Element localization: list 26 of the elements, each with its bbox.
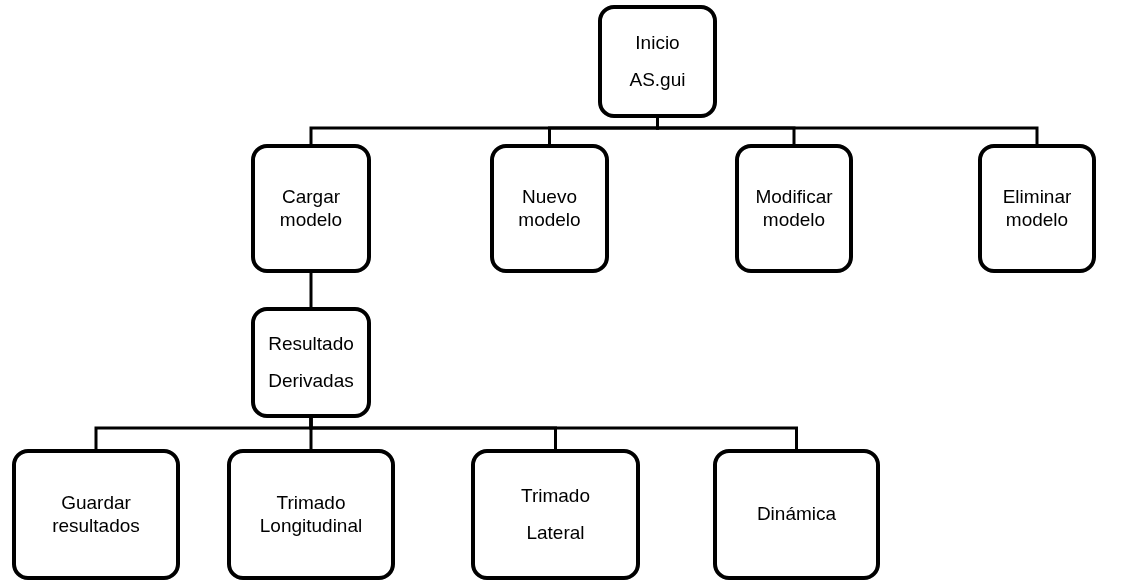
connector-line (309, 418, 798, 449)
box-label: Nuevo modelo (517, 185, 582, 232)
box-label: Eliminar modelo (1001, 185, 1073, 232)
connector-line (656, 118, 1039, 144)
box-label: Guardar resultados (51, 491, 141, 538)
box-label: Dinámica (756, 503, 837, 526)
process-box (12, 449, 180, 580)
box-label: Lateral (526, 521, 585, 545)
process-box (713, 449, 880, 580)
process-box (227, 449, 395, 580)
connector-line (309, 273, 313, 307)
process-box (490, 144, 609, 273)
process-box (978, 144, 1096, 273)
process-box (251, 144, 371, 273)
box-label: Trimado (521, 484, 590, 508)
process-box (471, 449, 640, 580)
process-box (251, 307, 371, 418)
box-label: Cargar modelo (278, 185, 344, 232)
process-box (598, 5, 717, 118)
process-box (735, 144, 853, 273)
box-label: Inicio (635, 31, 680, 55)
box-label: Resultado (268, 332, 354, 356)
box-label: Modificar modelo (754, 185, 834, 232)
box-label: Trimado Longitudinal (258, 491, 364, 538)
box-label: AS.gui (629, 68, 686, 92)
box-label: Derivadas (268, 369, 354, 393)
